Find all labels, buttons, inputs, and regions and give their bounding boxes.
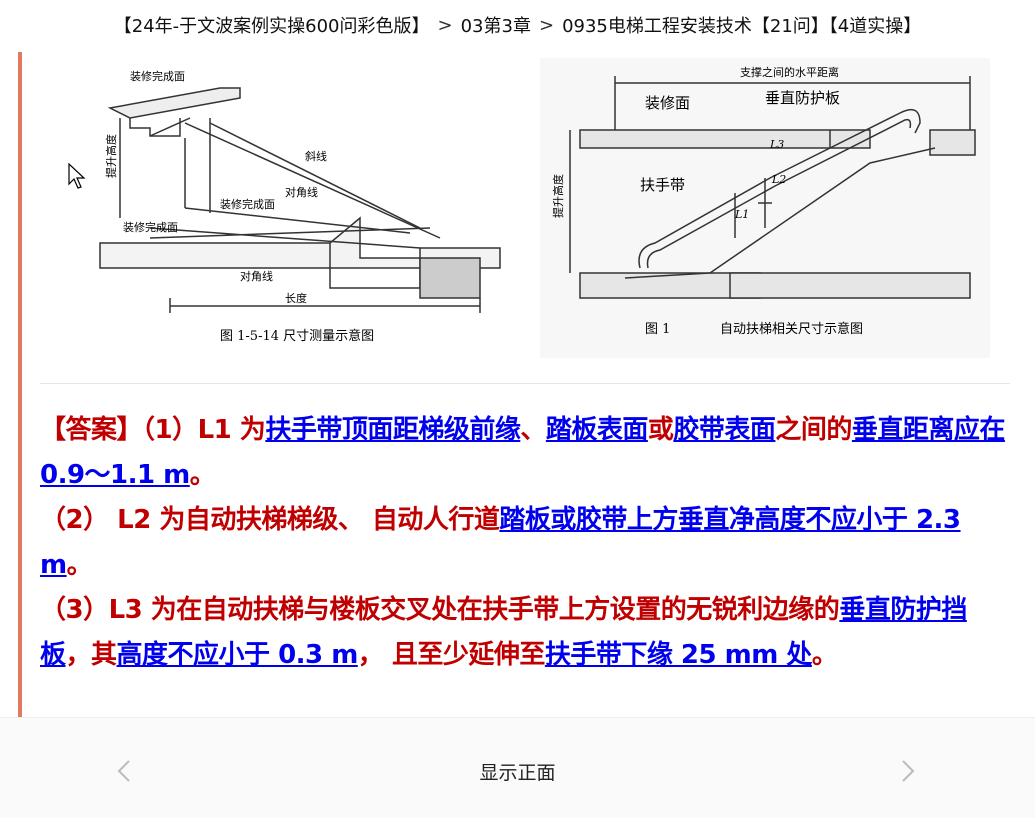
answer-key-phrase: 垂直距离应在 0.9～1.1 m: [40, 415, 1005, 490]
divider: [40, 383, 1010, 384]
answer-phrase: 。: [811, 640, 838, 670]
label-cross-2: 对角线: [240, 269, 273, 283]
answer-phrase: 。: [66, 550, 93, 580]
answer-phrase: （3）L3 为在自动扶梯与楼板交叉处在扶手带上方设置的无锐利边缘的: [40, 595, 840, 625]
chevron-left-icon[interactable]: [110, 756, 140, 786]
answer-key-phrase: 胶带表面: [673, 415, 776, 445]
answer-paragraph-3: （3）L3 为在自动扶梯与楼板交叉处在扶手带上方设置的无锐利边缘的垂直防护挡板，…: [40, 588, 1008, 678]
label-length: 长度: [285, 291, 307, 305]
answer-figures: 装修完成面 提升高度 斜线 对角线 装修完成面 装修完成面 对角线 长度 图 1…: [90, 58, 990, 358]
breadcrumb-item-book[interactable]: 【24年-于文波案例实操600问彩色版】: [113, 16, 430, 37]
card-accent-bar: [18, 52, 22, 717]
answer-paragraph-2: （2） L2 为自动扶梯梯级、 自动人行道踏板或胶带上方垂直净高度不应小于 2.…: [40, 498, 1008, 588]
breadcrumb: 【24年-于文波案例实操600问彩色版】 > 03第3章 > 0935电梯工程安…: [0, 0, 1035, 50]
figure-left-caption: 图 1-5-14 尺寸测量示意图: [220, 328, 374, 344]
escalator-diagram: 支撑之间的水平距离 装修面 垂直防护板 扶手带 提升高度 L3 L2 L1 图 …: [540, 58, 990, 358]
answer-key-phrase: 垂直防护挡板: [40, 595, 967, 670]
label-cross: 对角线: [285, 185, 318, 199]
breadcrumb-separator: >: [538, 14, 555, 36]
mouse-cursor-icon: [68, 163, 86, 189]
chevron-right-icon[interactable]: [892, 756, 922, 786]
answer-phrase: 。: [189, 460, 216, 490]
show-front-button[interactable]: 显示正面: [479, 762, 556, 784]
answer-key-phrase: 扶手带顶面距梯级前缘: [265, 415, 521, 445]
answer-key-phrase: 高度不应小于 0.3 m: [116, 640, 359, 670]
answer-key-phrase: 扶手带下缘 25 mm 处: [544, 640, 813, 670]
label-rise-right: 提升高度: [551, 174, 565, 218]
label-mid-finish: 装修完成面: [220, 197, 275, 211]
label-support-distance: 支撑之间的水平距离: [740, 65, 839, 79]
answer-text: 【答案】（1）L1 为扶手带顶面距梯级前缘、踏板表面或胶带表面之间的垂直距离应在…: [40, 408, 1008, 678]
answer-phrase: ， 且至少延伸至: [357, 640, 546, 670]
label-handrail: 扶手带: [640, 176, 685, 194]
label-decor-surface: 装修面: [645, 94, 690, 112]
answer-paragraph-1: 【答案】（1）L1 为扶手带顶面距梯级前缘、踏板表面或胶带表面之间的垂直距离应在…: [40, 408, 1008, 498]
answer-phrase: 【答案】（1）L1 为: [40, 415, 266, 445]
answer-phrase: ，其: [65, 640, 118, 670]
answer-phrase: （2） L2 为自动扶梯梯级、 自动人行道: [40, 505, 500, 535]
label-vertical-guard: 垂直防护板: [765, 89, 840, 107]
label-diagonal: 斜线: [305, 149, 327, 163]
label-rise: 提升高度: [104, 134, 118, 178]
answer-phrase: 或: [647, 415, 674, 445]
breadcrumb-item-section[interactable]: 0935电梯工程安装技术【21问】【4道实操】: [562, 16, 922, 37]
card-footer: 显示正面: [0, 717, 1035, 818]
label-top-finish: 装修完成面: [130, 69, 185, 83]
label-l3: L3: [769, 138, 784, 151]
answer-phrase: 之间的: [775, 415, 852, 445]
measurement-diagram: 装修完成面 提升高度 斜线 对角线 装修完成面 装修完成面 对角线 长度 图 1…: [99, 69, 501, 344]
breadcrumb-separator: >: [437, 14, 453, 36]
label-bottom-finish: 装修完成面: [123, 220, 178, 234]
figure-right-caption: 自动扶梯相关尺寸示意图: [720, 321, 863, 337]
answer-key-phrase: 踏板表面: [545, 415, 649, 445]
label-l1: L1: [734, 208, 749, 221]
figure-right-caption-num: 图 1: [645, 322, 670, 337]
label-l2: L2: [771, 173, 786, 186]
answer-phrase: 、: [520, 415, 546, 445]
breadcrumb-item-chapter[interactable]: 03第3章: [460, 16, 531, 37]
answer-key-phrase: 踏板或胶带上方垂直净高度不应小于 2.3 m: [40, 505, 961, 580]
